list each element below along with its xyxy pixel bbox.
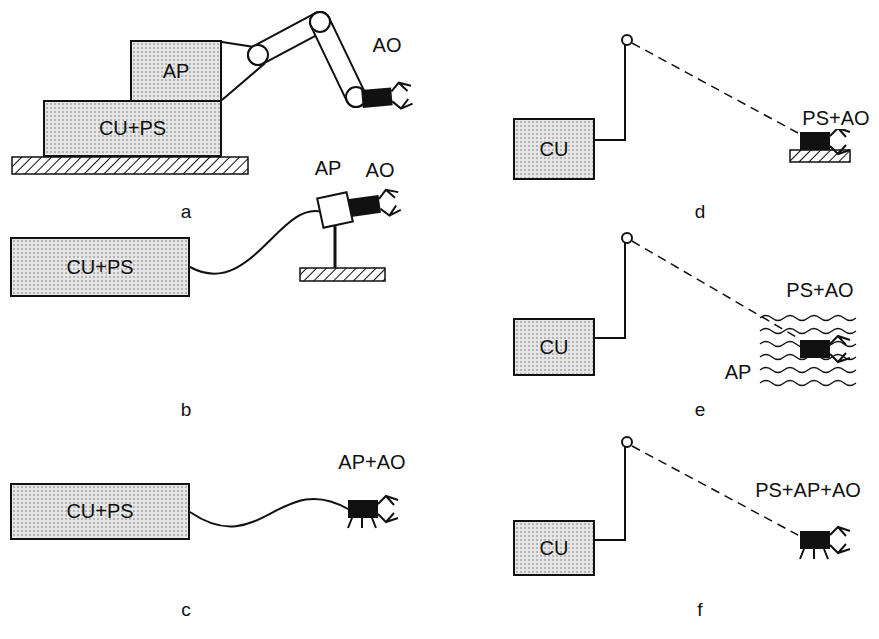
part-label: PS+AO	[800, 107, 871, 129]
unit-box: CU+PS	[10, 483, 190, 540]
part-label: AP	[723, 361, 754, 383]
mobile-robot	[800, 527, 850, 559]
robot-arm	[222, 12, 413, 112]
panel-letter: a	[179, 202, 194, 223]
gripper	[800, 336, 850, 362]
ground-base	[12, 157, 248, 174]
gripper	[348, 188, 401, 221]
gripper	[800, 128, 850, 154]
box-label: CU+PS	[66, 256, 133, 279]
panel-letter: f	[695, 600, 704, 621]
part-label: PS+AP+AO	[753, 479, 863, 501]
antenna	[595, 447, 625, 540]
box-label: CU	[540, 138, 569, 161]
radio-link	[632, 241, 798, 338]
panel-letter: c	[179, 600, 193, 621]
unit-box: CU+PS	[43, 100, 222, 157]
unit-box: CU	[513, 318, 595, 376]
wave-medium	[760, 316, 856, 386]
antenna-tip	[622, 35, 632, 45]
part-label: PS+AO	[784, 279, 855, 301]
part-label: AO	[364, 159, 397, 181]
box-label: AP	[163, 60, 190, 83]
cable	[190, 211, 322, 274]
antenna-tip	[622, 233, 632, 243]
panel-letter: b	[179, 400, 194, 421]
cable	[190, 499, 348, 527]
box-label: CU	[540, 336, 569, 359]
box-label: CU+PS	[66, 500, 133, 523]
part-label: AO	[371, 34, 404, 56]
unit-box: CU+PS	[10, 237, 190, 297]
stand	[334, 224, 337, 268]
unit-box: CU	[513, 520, 595, 576]
unit-box: AP	[130, 40, 222, 102]
panel-letter: e	[693, 400, 708, 421]
unit-box: CU	[513, 118, 595, 180]
part-label: AP	[313, 157, 344, 179]
radio-link	[632, 43, 798, 133]
box-label: CU+PS	[99, 117, 166, 140]
antenna-tip	[622, 437, 632, 447]
box-label: CU	[540, 537, 569, 560]
part-label: AP+AO	[336, 451, 407, 473]
actuator-square	[317, 192, 353, 228]
antenna	[595, 45, 625, 140]
ground-base	[300, 268, 385, 281]
antenna	[595, 243, 625, 338]
panel-letter: d	[693, 202, 708, 223]
mobile-robot	[348, 496, 398, 528]
